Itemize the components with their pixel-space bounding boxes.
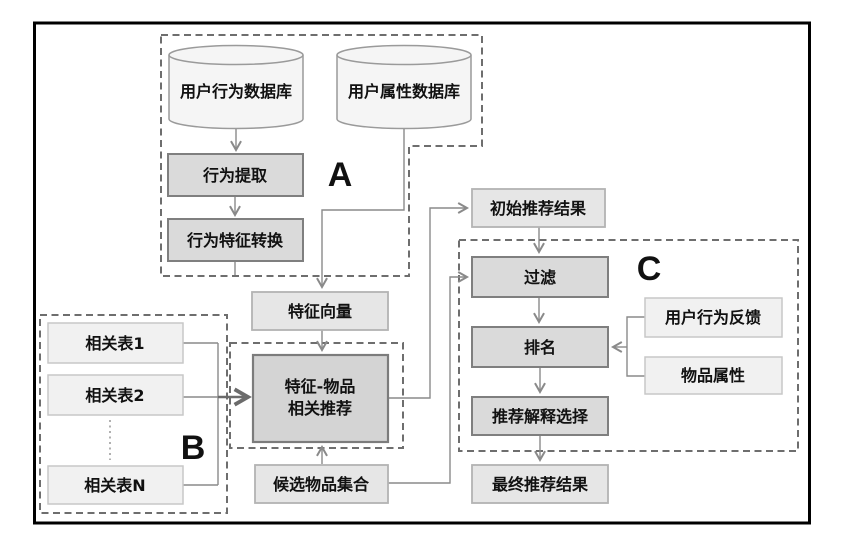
node-label-line2: 相关推荐	[288, 399, 352, 418]
database-cylinder-top	[168, 44, 304, 66]
group-c-dashed-outline	[458, 239, 799, 452]
node-box	[47, 322, 184, 364]
node-box	[644, 297, 783, 338]
node-box	[167, 153, 304, 197]
node-box	[254, 464, 389, 504]
database-user-attribute: 用户属性数据库	[336, 44, 472, 130]
node-label: 行为特征转换	[186, 231, 284, 250]
node-label: 用户行为反馈	[665, 308, 761, 327]
node-label: 特征向量	[288, 302, 352, 321]
node-label: 行为提取	[202, 166, 267, 185]
node-box	[644, 356, 783, 395]
node-box	[251, 291, 389, 331]
node-box	[167, 218, 304, 262]
node-box	[47, 465, 184, 505]
node-box	[471, 464, 609, 504]
node-behavior-feature-convert: 行为特征转换	[167, 218, 304, 262]
arrow-attrdb-to-featurevector	[316, 129, 405, 290]
group-c-label: C	[637, 250, 662, 288]
database-cylinder-body	[336, 55, 472, 130]
node-label: 相关表1	[85, 334, 144, 353]
node-candidate-items: 候选物品集合	[254, 464, 389, 504]
node-rel-table-1: 相关表1	[47, 322, 184, 364]
node-box	[251, 353, 390, 444]
arrow-candidates-to-filter	[388, 271, 470, 484]
database-user-attribute-label: 用户属性数据库	[348, 82, 460, 101]
node-feature-item-recommend: 特征-物品 相关推荐	[251, 353, 390, 444]
node-initial-result: 初始推荐结果	[471, 188, 606, 228]
node-behavior-extract: 行为提取	[167, 153, 304, 197]
node-label: 初始推荐结果	[490, 199, 586, 218]
node-feature-vector: 特征向量	[251, 291, 389, 331]
group-a-label: A	[328, 156, 353, 194]
node-final-result: 最终推荐结果	[471, 464, 609, 504]
node-label: 过滤	[524, 268, 556, 287]
node-explain-select: 推荐解释选择	[471, 396, 609, 436]
node-label-line1: 特征-物品	[285, 377, 356, 396]
node-label: 最终推荐结果	[492, 475, 588, 494]
group-b-dashed-outline	[39, 314, 228, 514]
node-user-feedback: 用户行为反馈	[644, 297, 783, 338]
node-box	[471, 256, 609, 298]
node-rel-table-2: 相关表2	[47, 374, 184, 416]
node-box	[471, 188, 606, 228]
node-box	[471, 396, 609, 436]
database-cylinder-body	[168, 55, 304, 130]
database-user-behavior-label: 用户行为数据库	[180, 82, 292, 101]
database-user-behavior: 用户行为数据库	[168, 44, 304, 130]
node-label: 相关表2	[85, 386, 144, 405]
node-rel-table-n: 相关表N	[47, 465, 184, 505]
node-box	[47, 374, 184, 416]
node-label: 相关表N	[84, 476, 145, 495]
node-label: 候选物品集合	[273, 475, 370, 494]
node-label: 推荐解释选择	[492, 407, 589, 426]
node-box	[471, 326, 609, 368]
node-ranking: 排名	[471, 326, 609, 368]
line-feedback-to-merge	[626, 316, 645, 347]
database-cylinder-top	[336, 44, 472, 66]
node-label: 排名	[524, 338, 556, 357]
line-itemattrs-to-merge	[626, 347, 645, 377]
arrow-featureitem-to-initialresult	[388, 202, 470, 399]
node-filter: 过滤	[471, 256, 609, 298]
node-label: 物品属性	[681, 366, 745, 385]
node-item-attributes: 物品属性	[644, 356, 783, 395]
group-b-label: B	[181, 429, 206, 467]
